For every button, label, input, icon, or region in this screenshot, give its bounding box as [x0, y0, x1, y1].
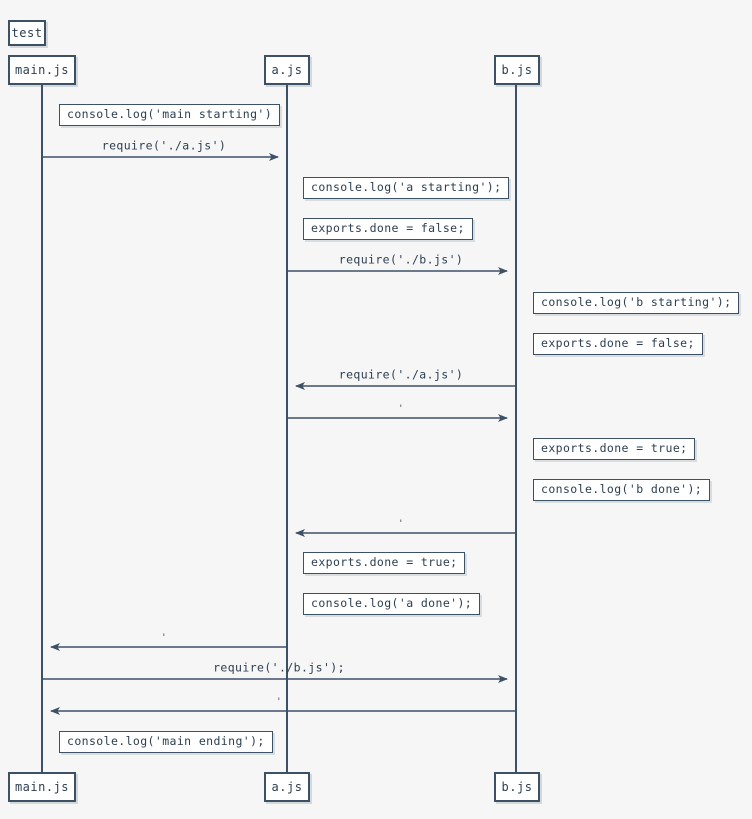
participant-foot-b[interactable]: b.js — [494, 772, 540, 802]
lifelines-group — [41, 85, 517, 772]
note-text: exports.done = true; — [311, 555, 458, 570]
participant-label: a.js — [271, 63, 303, 77]
note-main-starting: console.log('main starting') — [59, 104, 281, 126]
participant-label: a.js — [271, 780, 303, 794]
participant-head-a[interactable]: a.js — [264, 55, 310, 85]
note-text: console.log('b done'); — [541, 482, 703, 497]
participant-head-main[interactable]: main.js — [8, 55, 76, 85]
note-b-done-false: exports.done = false; — [533, 333, 703, 355]
note-a-done-false: exports.done = false; — [303, 218, 473, 240]
participant-label: b.js — [501, 780, 533, 794]
msg-main-require-b-label: require('./b.js'); — [213, 660, 345, 675]
note-b-done-log: console.log('b done'); — [533, 479, 711, 501]
note-text: console.log('main ending'); — [67, 734, 265, 749]
note-text: console.log('main starting') — [67, 107, 273, 122]
participant-head-b[interactable]: b.js — [494, 55, 540, 85]
msg-b-require-a-label: require('./a.js') — [338, 367, 464, 382]
participant-label: main.js — [14, 780, 70, 794]
note-a-done-true: exports.done = true; — [303, 552, 466, 574]
note-text: exports.done = false; — [311, 221, 465, 236]
msg-b-return-main-label: ' — [276, 697, 282, 707]
participant-foot-main[interactable]: main.js — [8, 772, 76, 802]
note-b-starting: console.log('b starting'); — [533, 292, 740, 314]
msg-b-return-a-label: ' — [398, 519, 404, 529]
note-text: exports.done = true; — [541, 441, 688, 456]
msg-a-require-b-label: require('./b.js') — [338, 252, 464, 267]
participant-foot-a[interactable]: a.js — [264, 772, 310, 802]
msg-a-return-b-label: ' — [398, 404, 404, 414]
note-b-done-true: exports.done = true; — [533, 438, 696, 460]
msg-main-require-a-label: require('./a.js') — [101, 138, 227, 153]
diagram-title-box: test — [8, 20, 46, 46]
note-a-done-log: console.log('a done'); — [303, 593, 481, 615]
note-a-starting: console.log('a starting'); — [303, 177, 510, 199]
msg-a-return-main-label: ' — [161, 633, 167, 643]
note-text: exports.done = false; — [541, 336, 695, 351]
participant-label: main.js — [14, 63, 70, 77]
note-text: console.log('a starting'); — [311, 180, 502, 195]
note-text: console.log('b starting'); — [541, 295, 732, 310]
messages-group — [42, 153, 516, 715]
note-text: console.log('a done'); — [311, 596, 473, 611]
participant-label: b.js — [501, 63, 533, 77]
note-main-ending: console.log('main ending'); — [59, 731, 273, 753]
